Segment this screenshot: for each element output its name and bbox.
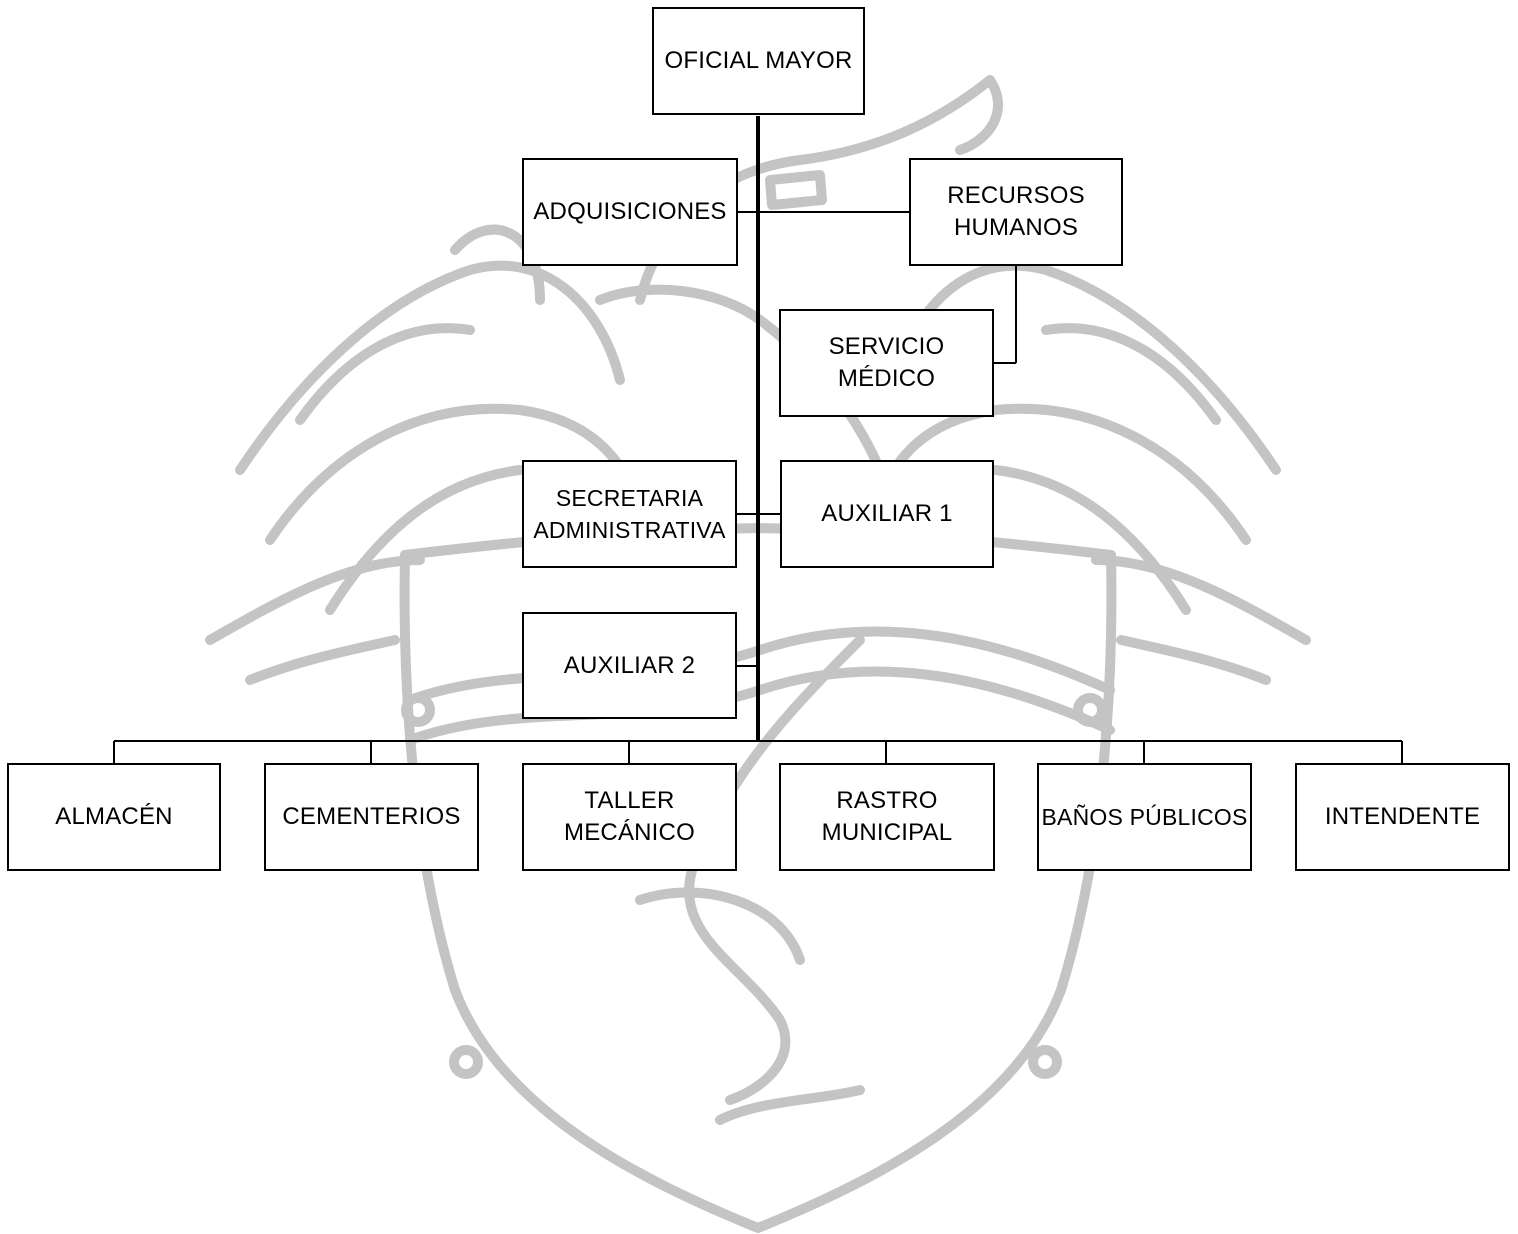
box-intendente: INTENDENTE [1295,763,1510,871]
box-oficial-mayor: OFICIAL MAYOR [652,7,865,115]
box-auxiliar-1: AUXILIAR 1 [780,460,994,568]
box-adquisiciones: ADQUISICIONES [522,158,738,266]
box-rastro-municipal: RASTRO MUNICIPAL [779,763,995,871]
box-recursos-humanos: RECURSOS HUMANOS [909,158,1123,266]
box-taller-mecanico: TALLER MECÁNICO [522,763,737,871]
box-almacen: ALMACÉN [7,763,221,871]
box-secretaria-administrativa: SECRETARIA ADMINISTRATIVA [522,460,737,568]
box-auxiliar-2: AUXILIAR 2 [522,612,737,719]
box-banos-publicos: BAÑOS PÚBLICOS [1037,763,1252,871]
box-cementerios: CEMENTERIOS [264,763,479,871]
box-servicio-medico: SERVICIO MÉDICO [779,309,994,417]
